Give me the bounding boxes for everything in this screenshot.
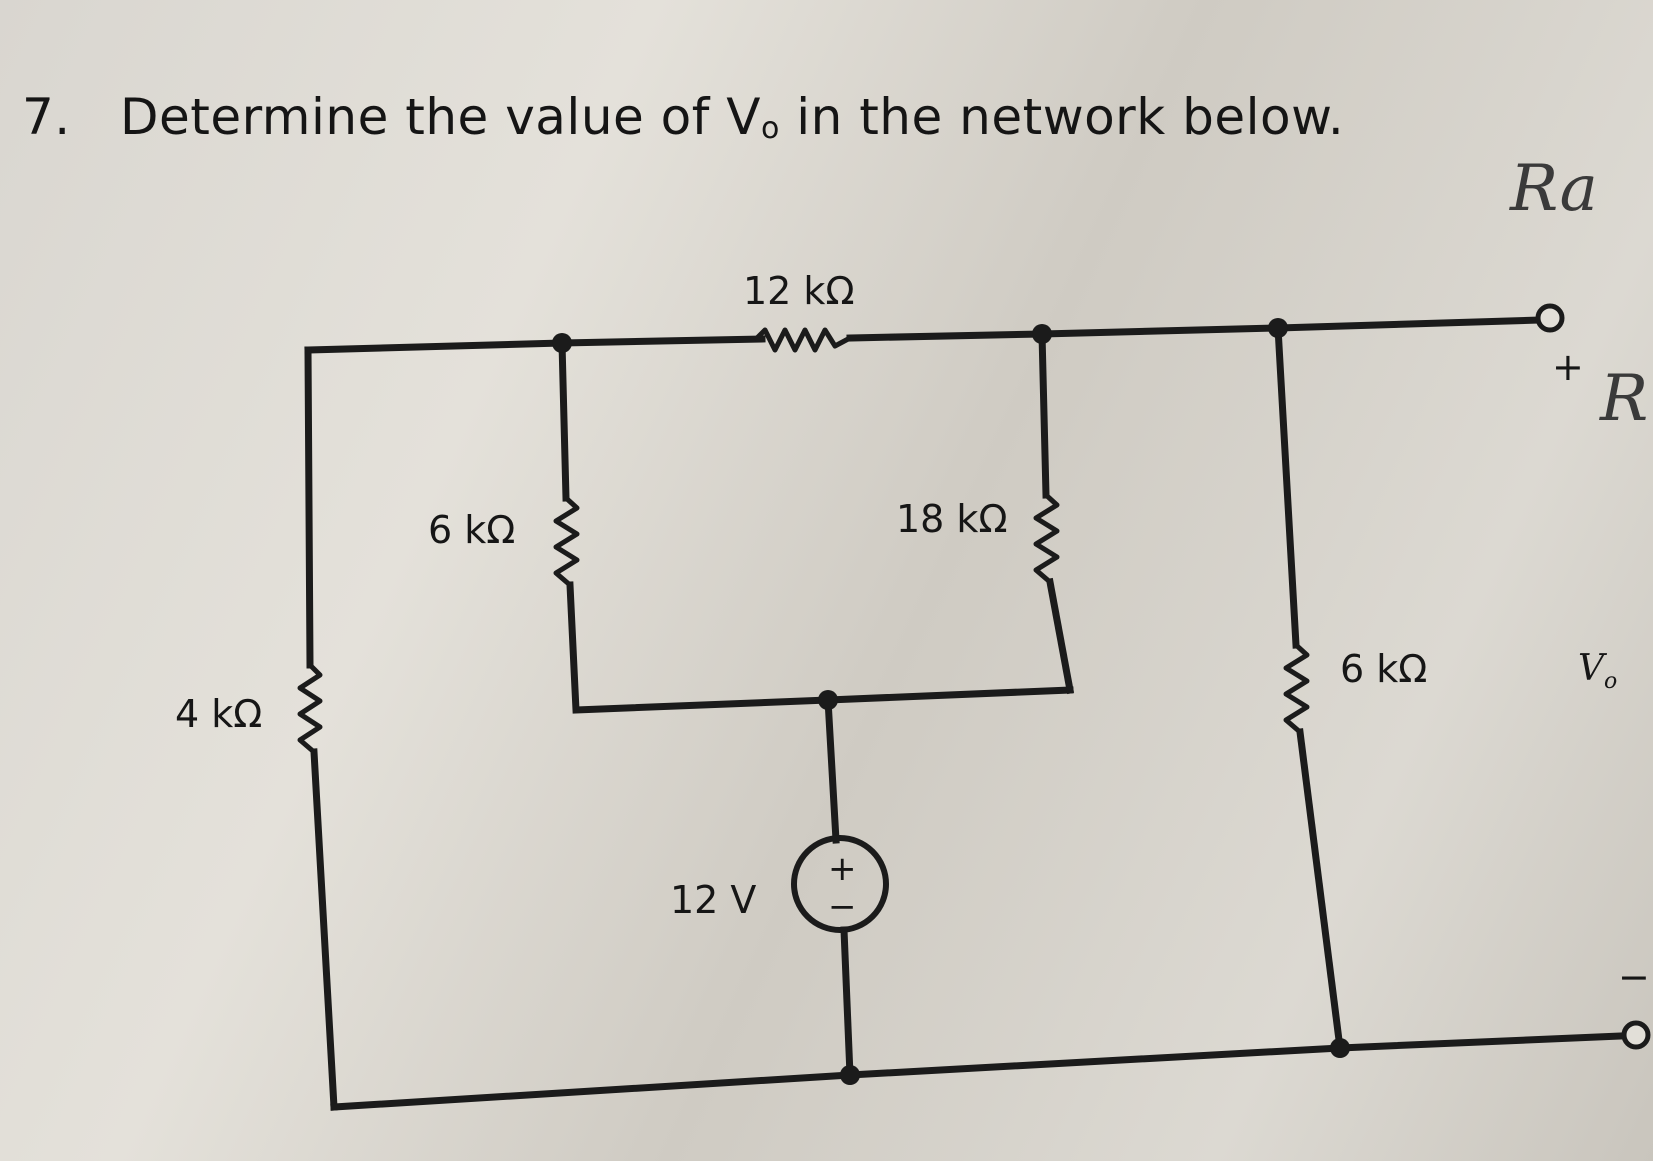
resistor-12k (753, 327, 852, 353)
label-6k-output: 6 kΩ (1340, 647, 1427, 691)
node-middle (818, 690, 838, 710)
wire-source-upper (824, 696, 840, 844)
resistor-6k-left (553, 496, 580, 587)
source-plus-sign: + (828, 849, 857, 889)
label-18k: 18 kΩ (896, 497, 1007, 541)
output-terminal-bottom (1621, 1020, 1651, 1050)
problem-text-after: in the network below. (779, 88, 1345, 146)
node-top-right (1268, 318, 1288, 338)
label-6k-left: 6 kΩ (428, 508, 515, 552)
output-plus-sign: + (1552, 345, 1584, 389)
wire-bottom (330, 1032, 1624, 1111)
wire-top-left (304, 335, 766, 354)
wire-inner-left-upper (558, 339, 570, 502)
wire-inner-right-lower (1045, 577, 1075, 695)
label-12v: 12 V (670, 878, 756, 922)
wire-inner-left-lower (566, 581, 1074, 714)
wire-left-outer-lower (310, 748, 338, 1111)
node-top-left (552, 333, 572, 353)
output-minus-sign: − (1618, 955, 1650, 999)
node-bottom-right (1330, 1038, 1350, 1058)
wire-left-outer-upper (304, 346, 314, 669)
wire-inner-right-upper (1038, 330, 1050, 499)
problem-subscript: o (760, 111, 780, 146)
problem-number: 7. (22, 88, 71, 146)
problem-statement: 7. Determine the value of Vo in the netwo… (22, 88, 1344, 146)
voltage-source-12v (791, 835, 889, 933)
wire-source-lower (840, 926, 854, 1079)
output-terminal-top (1535, 303, 1565, 333)
output-voltage-label: Vo (1578, 648, 1617, 694)
wire-output-lower (1296, 728, 1344, 1052)
handwriting-ra: Ra (1509, 152, 1598, 226)
resistor-18k (1033, 493, 1060, 584)
resistor-6k-output (1283, 643, 1310, 734)
wire-output-upper (1274, 324, 1300, 649)
resistor-4k (297, 663, 323, 754)
label-4k: 4 kΩ (175, 692, 262, 736)
handwriting-r: R (1599, 362, 1648, 436)
wire-top-right (846, 316, 1544, 342)
node-top-middle (1032, 324, 1052, 344)
problem-text-before: Determine the value of V (120, 88, 761, 146)
label-12k: 12 kΩ (743, 269, 854, 313)
node-bottom-source (840, 1065, 860, 1085)
source-minus-sign: − (828, 887, 857, 927)
